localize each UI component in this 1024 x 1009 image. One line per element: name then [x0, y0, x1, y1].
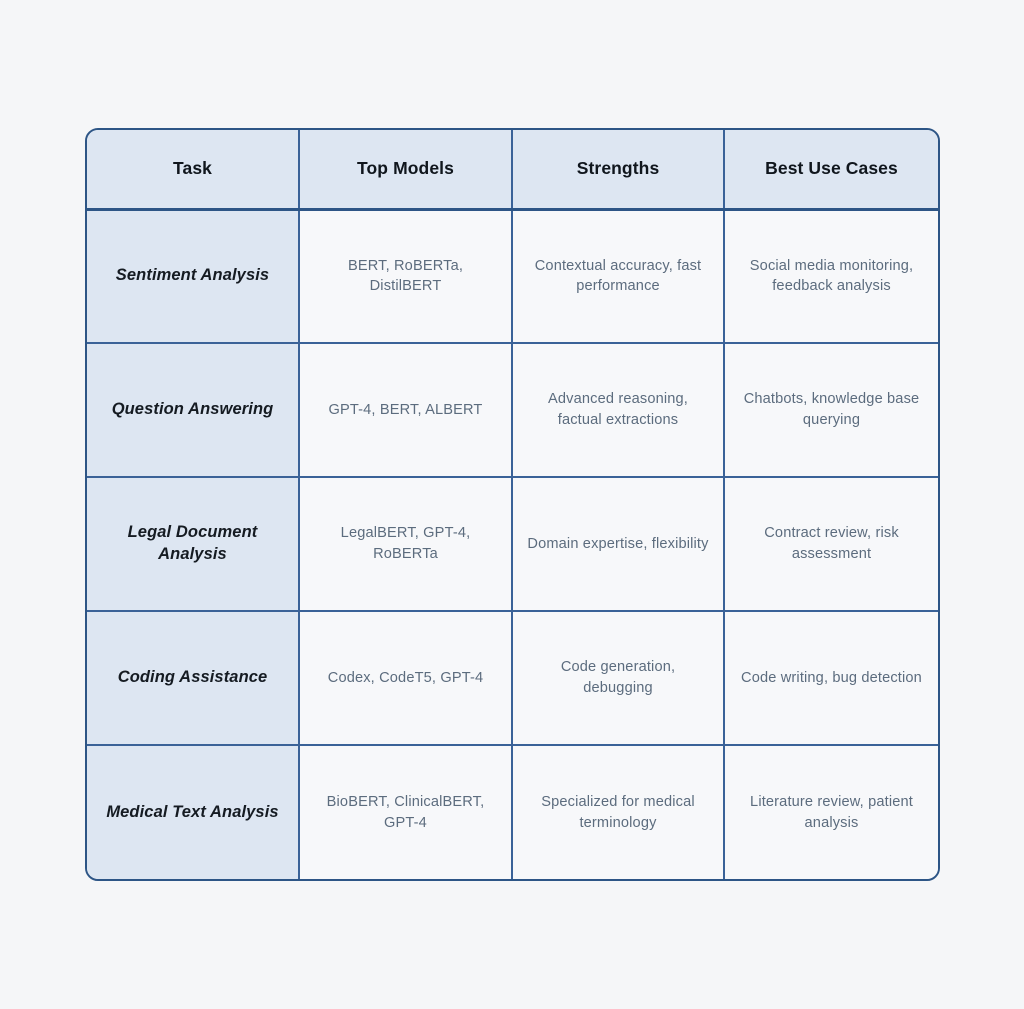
table-row: Question Answering GPT-4, BERT, ALBERT A… [87, 343, 938, 478]
cell-best-use-cases-text: Code writing, bug detection [741, 669, 922, 686]
table-row: Sentiment Analysis BERT, RoBERTa, Distil… [87, 209, 938, 344]
cell-top-models: BioBERT, ClinicalBERT, GPT-4 [299, 745, 513, 879]
cell-top-models-text: GPT-4, BERT, ALBERT [328, 401, 483, 418]
cell-task-text: Legal Document Analysis [127, 523, 258, 563]
cell-best-use-cases: Social media monitoring, feedback analys… [724, 209, 938, 344]
cell-top-models: BERT, RoBERTa, DistilBERT [299, 209, 513, 344]
cell-task: Legal Document Analysis [87, 477, 300, 612]
cell-top-models-text: BioBERT, ClinicalBERT, GPT-4 [326, 793, 485, 831]
cell-top-models-text: BERT, RoBERTa, DistilBERT [347, 257, 464, 295]
cell-best-use-cases-text: Literature review, patient analysis [750, 793, 913, 831]
cell-task-text: Medical Text Analysis [106, 802, 279, 821]
cell-task: Sentiment Analysis [87, 209, 300, 344]
cell-strengths-text: Advanced reasoning, factual extractions [548, 391, 688, 428]
cell-strengths: Code generation, debugging [512, 611, 725, 746]
column-header-top-models: Top Models [299, 130, 513, 211]
cell-strengths: Advanced reasoning, factual extractions [512, 343, 725, 478]
table-body: Sentiment Analysis BERT, RoBERTa, Distil… [87, 209, 938, 879]
cell-strengths-text: Code generation, debugging [560, 659, 676, 696]
nlp-task-model-table: Task Top Models Strengths Best Use Cases… [87, 130, 938, 879]
cell-task: Medical Text Analysis [87, 745, 300, 879]
cell-best-use-cases: Contract review, risk assessment [724, 477, 938, 612]
cell-best-use-cases-text: Social media monitoring, feedback analys… [749, 257, 914, 295]
table-header: Task Top Models Strengths Best Use Cases [87, 130, 938, 211]
cell-task: Question Answering [87, 343, 300, 478]
cell-strengths: Specialized for medical terminology [512, 745, 725, 879]
table-row: Medical Text Analysis BioBERT, ClinicalB… [87, 745, 938, 879]
column-header-strengths: Strengths [512, 130, 725, 211]
cell-best-use-cases-text: Contract review, risk assessment [764, 525, 899, 562]
comparison-table-container: Task Top Models Strengths Best Use Cases… [85, 128, 940, 881]
cell-best-use-cases-text: Chatbots, knowledge base querying [743, 391, 920, 428]
cell-strengths-text: Specialized for medical terminology [541, 793, 695, 831]
cell-top-models: GPT-4, BERT, ALBERT [299, 343, 513, 478]
cell-task-text: Question Answering [111, 400, 274, 419]
cell-strengths: Domain expertise, flexibility [512, 477, 725, 612]
cell-strengths-text: Contextual accuracy, fast performance [534, 257, 702, 295]
cell-best-use-cases: Code writing, bug detection [724, 611, 938, 746]
table-header-row: Task Top Models Strengths Best Use Cases [87, 130, 938, 211]
cell-task-text: Sentiment Analysis [115, 266, 270, 285]
column-header-best-use-cases: Best Use Cases [724, 130, 938, 211]
cell-best-use-cases: Literature review, patient analysis [724, 745, 938, 879]
table-row: Coding Assistance Codex, CodeT5, GPT-4 C… [87, 611, 938, 746]
cell-strengths: Contextual accuracy, fast performance [512, 209, 725, 344]
column-header-task: Task [87, 130, 300, 211]
table-row: Legal Document Analysis LegalBERT, GPT-4… [87, 477, 938, 612]
cell-task: Coding Assistance [87, 611, 300, 746]
cell-task-text: Coding Assistance [117, 668, 268, 687]
cell-strengths-text: Domain expertise, flexibility [527, 535, 709, 552]
cell-best-use-cases: Chatbots, knowledge base querying [724, 343, 938, 478]
cell-top-models-text: LegalBERT, GPT-4, RoBERTa [340, 525, 471, 562]
cell-top-models-text: Codex, CodeT5, GPT-4 [327, 669, 484, 686]
cell-top-models: LegalBERT, GPT-4, RoBERTa [299, 477, 513, 612]
cell-top-models: Codex, CodeT5, GPT-4 [299, 611, 513, 746]
